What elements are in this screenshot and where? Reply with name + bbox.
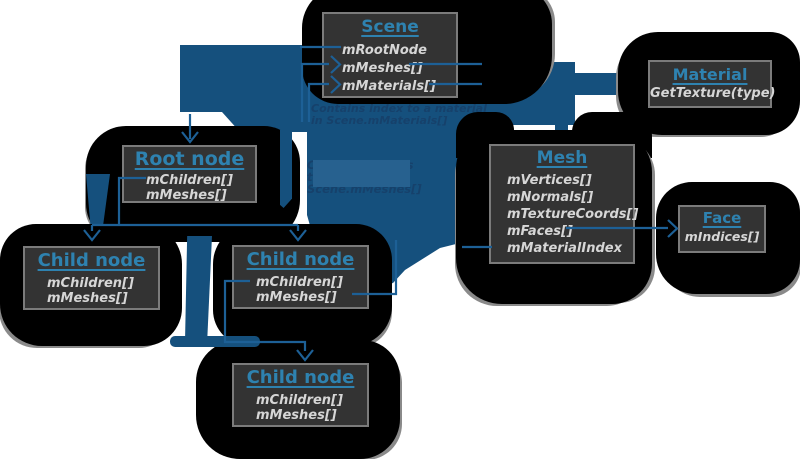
node-field: mNormals[] xyxy=(507,190,594,205)
node-field: mMaterials[] xyxy=(342,79,437,94)
node-field: mVertices[] xyxy=(507,173,592,188)
node-field: mIndices[] xyxy=(684,229,760,244)
annotation-line: Contains index to a material xyxy=(311,102,487,115)
node-child-left: Child node mChildren[] mMeshes[] xyxy=(23,246,160,310)
node-title: Mesh xyxy=(536,148,588,168)
node-field: mRootNode xyxy=(342,43,427,58)
node-field: mMeshes[] xyxy=(256,408,337,423)
node-field: mMaterialIndex xyxy=(507,241,622,256)
node-field: mTextureCoords[] xyxy=(507,207,639,222)
node-title: Child node xyxy=(246,249,355,270)
node-title: Root node xyxy=(134,148,245,170)
node-title: Face xyxy=(702,209,742,227)
node-field: mMeshes[] xyxy=(47,291,128,306)
highlight-overlay xyxy=(313,160,410,187)
node-title: Child node xyxy=(246,367,355,388)
node-field: mMeshes[] xyxy=(342,61,423,76)
node-scene: Scene mRootNode mMeshes[] mMaterials[] xyxy=(322,12,458,98)
node-title: Material xyxy=(672,65,748,84)
node-material: Material GetTexture(type) xyxy=(648,60,776,108)
marker-blob-left-column xyxy=(280,130,292,208)
node-face: Face mIndices[] xyxy=(678,205,766,253)
node-field: GetTexture(type) xyxy=(650,86,776,101)
node-root: Root node mChildren[] mMeshes[] xyxy=(122,145,257,203)
node-child-middle: Child node mChildren[] mMeshes[] xyxy=(232,245,369,309)
node-title: Child node xyxy=(37,250,146,271)
node-child-bottom: Child node mChildren[] mMeshes[] xyxy=(232,363,369,427)
marker-blob-drip xyxy=(170,336,260,347)
marker-blob-gap-children xyxy=(185,236,212,342)
node-field: mChildren[] xyxy=(47,276,134,291)
node-field: mFaces[] xyxy=(507,224,573,239)
annotation-line: in Scene.mMaterials[] xyxy=(311,114,448,127)
node-field: mMeshes[] xyxy=(146,188,227,203)
node-field: mChildren[] xyxy=(256,275,343,290)
node-title: Scene xyxy=(361,17,419,37)
node-mesh: Mesh mVertices[] mNormals[] mTextureCoor… xyxy=(489,144,639,264)
marker-blob-shape xyxy=(180,45,647,296)
node-field: mChildren[] xyxy=(146,173,233,188)
node-field: mMeshes[] xyxy=(256,290,337,305)
annotation-material-index: Contains index to a material in Scene.mM… xyxy=(311,103,487,127)
node-field: mChildren[] xyxy=(256,393,343,408)
